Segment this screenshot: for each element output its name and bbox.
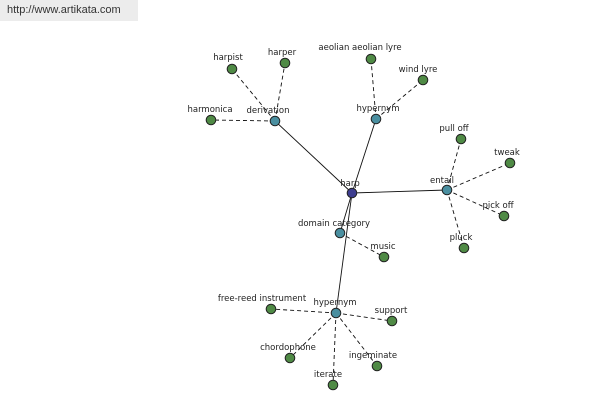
node-circle-pull-off[interactable] xyxy=(455,133,467,145)
node-circle-derivation[interactable] xyxy=(269,115,281,127)
node-circle-harper[interactable] xyxy=(279,57,291,69)
term-node-pick-off[interactable]: pick off xyxy=(482,201,515,222)
node-label-aeolian-lyre[interactable]: aeolian aeolian lyre xyxy=(318,43,401,53)
edge-root-derivation xyxy=(274,120,353,194)
node-circle-harpist[interactable] xyxy=(226,63,238,75)
relation-node-entail[interactable]: entail xyxy=(430,176,454,196)
node-circle-tweak[interactable] xyxy=(504,157,516,169)
node-label-wind-lyre[interactable]: wind lyre xyxy=(399,65,438,75)
node-label-entail[interactable]: entail xyxy=(430,176,454,186)
term-node-pull-off[interactable]: pull off xyxy=(439,124,470,145)
edge-entail-tweak xyxy=(446,162,511,191)
nodes: harp derivation hypernym entail domain categ… xyxy=(187,43,520,391)
node-circle-root[interactable] xyxy=(346,187,358,199)
relation-node-derivation[interactable]: derivation xyxy=(246,106,290,127)
edge-hypernym-top-aeolian-lyre xyxy=(370,58,377,120)
node-label-chordophone[interactable]: chordophone xyxy=(260,343,316,353)
node-label-iterate[interactable]: iterate xyxy=(314,370,342,380)
node-label-derivation[interactable]: derivation xyxy=(246,106,289,116)
edge-root-domain-category xyxy=(339,192,353,234)
node-circle-wind-lyre[interactable] xyxy=(417,74,429,86)
relation-node-hypernym-top[interactable]: hypernym xyxy=(356,104,400,125)
edge-hypernym-top-wind-lyre xyxy=(375,79,424,120)
node-label-tweak[interactable]: tweak xyxy=(494,148,520,158)
term-node-harpist[interactable]: harpist xyxy=(213,53,243,75)
node-circle-harmonica[interactable] xyxy=(205,114,217,126)
edge-root-hypernym-top xyxy=(351,118,377,194)
node-circle-support[interactable] xyxy=(386,315,398,327)
term-node-support[interactable]: support xyxy=(375,306,408,327)
node-label-hypernym-top[interactable]: hypernym xyxy=(356,104,399,114)
term-node-music[interactable]: music xyxy=(370,242,396,263)
edge-hypernym-bottom-chordophone xyxy=(289,312,337,359)
node-circle-pick-off[interactable] xyxy=(498,210,510,222)
edge-derivation-harpist xyxy=(231,68,276,122)
term-node-chordophone[interactable]: chordophone xyxy=(260,343,316,364)
node-circle-iterate[interactable] xyxy=(327,379,339,391)
relation-node-hypernym-bottom[interactable]: hypernym xyxy=(313,298,357,319)
node-label-pluck[interactable]: pluck xyxy=(450,233,473,243)
node-label-harmonica[interactable]: harmonica xyxy=(187,105,232,115)
term-node-iterate[interactable]: iterate xyxy=(314,370,342,391)
edge-entail-pluck xyxy=(446,189,465,249)
node-circle-hypernym-bottom[interactable] xyxy=(330,307,342,319)
node-circle-entail[interactable] xyxy=(441,184,453,196)
term-node-free-reed[interactable]: free-reed instrument xyxy=(218,294,307,315)
term-node-aeolian-lyre[interactable]: aeolian aeolian lyre xyxy=(318,43,402,65)
node-circle-ingeminate[interactable] xyxy=(371,360,383,372)
node-circle-aeolian-lyre[interactable] xyxy=(365,53,377,65)
node-label-pull-off[interactable]: pull off xyxy=(439,124,469,134)
node-circle-hypernym-top[interactable] xyxy=(370,113,382,125)
edge-derivation-harper xyxy=(274,62,286,122)
edge-derivation-harmonica xyxy=(210,119,276,122)
edge-root-hypernym-bottom xyxy=(335,192,353,314)
node-label-music[interactable]: music xyxy=(370,242,395,252)
edge-hypernym-bottom-support xyxy=(335,312,393,322)
edge-root-entail xyxy=(351,189,448,194)
edges xyxy=(210,58,511,386)
edge-domain-category-music xyxy=(339,232,385,258)
edge-hypernym-bottom-iterate xyxy=(332,312,337,386)
term-node-harper[interactable]: harper xyxy=(268,48,297,69)
edge-hypernym-bottom-free-reed xyxy=(270,308,337,314)
term-node-harmonica[interactable]: harmonica xyxy=(187,105,233,126)
term-node-wind-lyre[interactable]: wind lyre xyxy=(399,65,438,86)
root-node-root[interactable]: harp xyxy=(340,179,360,199)
node-circle-pluck[interactable] xyxy=(458,242,470,254)
node-label-hypernym-bottom[interactable]: hypernym xyxy=(313,298,356,308)
node-label-pick-off[interactable]: pick off xyxy=(482,201,514,211)
node-circle-free-reed[interactable] xyxy=(265,303,277,315)
node-label-support[interactable]: support xyxy=(375,306,408,316)
term-node-pluck[interactable]: pluck xyxy=(450,233,473,254)
edge-entail-pull-off xyxy=(446,138,462,191)
term-node-ingeminate[interactable]: ingeminate xyxy=(349,351,397,372)
node-label-ingeminate[interactable]: ingeminate xyxy=(349,351,397,361)
node-label-harper[interactable]: harper xyxy=(268,48,297,58)
node-circle-domain-category[interactable] xyxy=(334,227,346,239)
node-label-free-reed[interactable]: free-reed instrument xyxy=(218,294,307,304)
edge-entail-pick-off xyxy=(446,189,505,217)
relation-node-domain-category[interactable]: domain category xyxy=(298,219,370,239)
term-node-tweak[interactable]: tweak xyxy=(494,148,520,169)
node-label-harpist[interactable]: harpist xyxy=(213,53,243,63)
url-text[interactable]: http://www.artikata.com xyxy=(7,4,121,16)
url-banner: http://www.artikata.com xyxy=(0,0,138,21)
node-circle-music[interactable] xyxy=(378,251,390,263)
node-label-domain-category[interactable]: domain category xyxy=(298,219,370,229)
node-label-root[interactable]: harp xyxy=(340,179,360,189)
node-circle-chordophone[interactable] xyxy=(284,352,296,364)
